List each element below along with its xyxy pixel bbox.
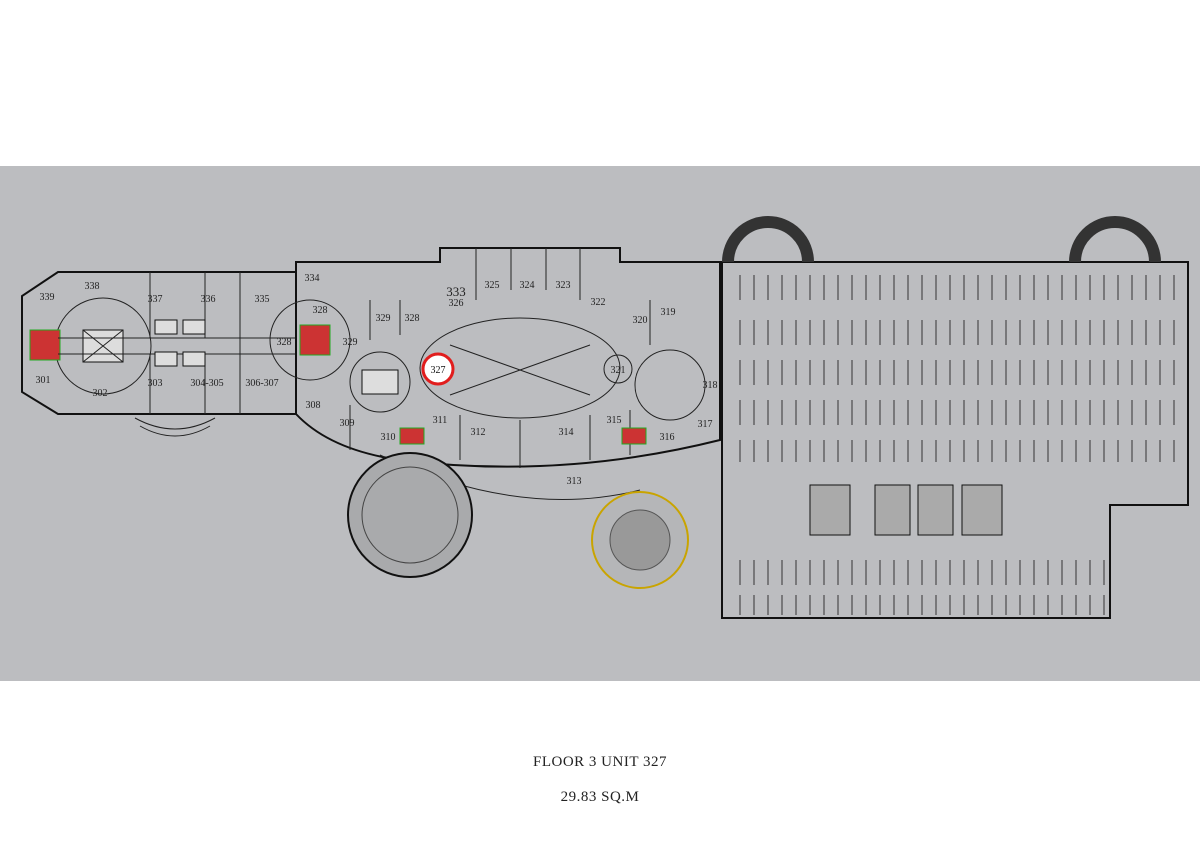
unit-301[interactable]: 301 <box>36 375 51 386</box>
west-entrance-canopy <box>134 417 216 437</box>
unit-338[interactable]: 338 <box>85 281 100 292</box>
unit-329-b[interactable]: 329 <box>376 313 391 324</box>
unit-308[interactable]: 308 <box>306 400 321 411</box>
hatched-dome <box>347 452 473 578</box>
unit-312[interactable]: 312 <box>471 427 486 438</box>
unit-314[interactable]: 314 <box>559 427 574 438</box>
caption-title: FLOOR 3 UNIT 327 <box>533 754 667 770</box>
unit-329-a[interactable]: 329 <box>343 337 358 348</box>
parking-outline <box>721 261 1189 619</box>
unit-313[interactable]: 313 <box>567 476 582 487</box>
unit-316[interactable]: 316 <box>660 432 675 443</box>
central-void <box>419 317 621 419</box>
unit-334[interactable]: 334 <box>305 273 320 284</box>
unit-302[interactable]: 302 <box>93 388 108 399</box>
highlighted-unit-marker[interactable]: 327 <box>421 352 455 386</box>
unit-326[interactable]: 326 <box>449 298 464 309</box>
unit-labels: 339 338 337 336 335 334 328 328 329 328 … <box>36 273 718 487</box>
east-atrium <box>634 349 706 421</box>
mid-west-atrium <box>269 299 351 381</box>
floor-plan-drawing: 339 338 337 336 335 334 328 328 329 328 … <box>21 216 1189 619</box>
unit-325[interactable]: 325 <box>485 280 500 291</box>
unit-336[interactable]: 336 <box>201 294 216 305</box>
unit-320[interactable]: 320 <box>633 315 648 326</box>
unit-309[interactable]: 309 <box>340 418 355 429</box>
unit-311[interactable]: 311 <box>433 415 448 426</box>
unit-318[interactable]: 318 <box>703 380 718 391</box>
unit-333[interactable]: 333 <box>446 284 466 299</box>
unit-324[interactable]: 324 <box>520 280 535 291</box>
highlighted-unit-label: 327 <box>431 365 446 376</box>
central-mall-outline <box>295 247 721 468</box>
unit-303[interactable]: 303 <box>148 378 163 389</box>
caption-area: 29.83 SQ.M <box>560 789 640 805</box>
unit-315[interactable]: 315 <box>607 415 622 426</box>
unit-323[interactable]: 323 <box>556 280 571 291</box>
north-east-ramp <box>1069 216 1161 263</box>
unit-328-a[interactable]: 328 <box>313 305 328 316</box>
unit-335[interactable]: 335 <box>255 294 270 305</box>
unit-310[interactable]: 310 <box>381 432 396 443</box>
unit-317[interactable]: 317 <box>698 419 713 430</box>
unit-304-305[interactable]: 304-305 <box>190 378 223 389</box>
unit-339[interactable]: 339 <box>40 292 55 303</box>
unit-328-b[interactable]: 328 <box>277 337 292 348</box>
parking-stalls <box>739 275 1175 615</box>
north-ramp <box>722 216 814 263</box>
unit-322[interactable]: 322 <box>591 297 606 308</box>
unit-337[interactable]: 337 <box>148 294 163 305</box>
unit-319[interactable]: 319 <box>661 307 676 318</box>
unit-328-c[interactable]: 328 <box>405 313 420 324</box>
floor-plan: 339 338 337 336 335 334 328 328 329 328 … <box>0 166 1200 681</box>
unit-321[interactable]: 321 <box>611 365 626 376</box>
unit-306-307[interactable]: 306-307 <box>245 378 278 389</box>
west-stair <box>29 329 61 361</box>
